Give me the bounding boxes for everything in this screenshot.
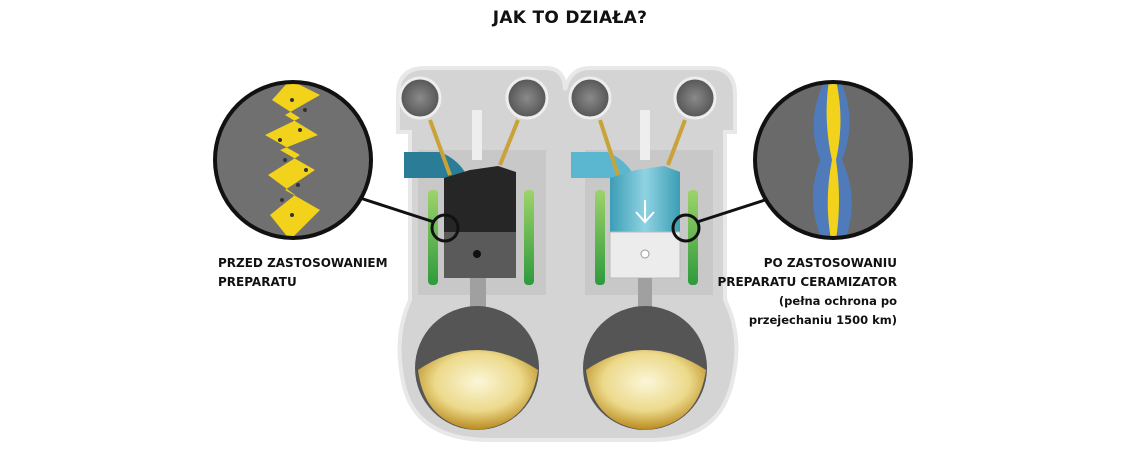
arrow-down-icon [635,200,655,224]
before-label-line: PREPARATU [218,275,297,289]
before-label: PRZED ZASTOSOWANIEM PREPARATU [218,254,388,292]
after-label-line: PO ZASTOSOWANIU [763,256,897,270]
after-note-line: (pełna ochrona po [778,294,897,308]
engine-before [398,76,549,430]
zoom-marker-before [430,213,460,243]
after-note-line: przejechaniu 1500 km) [748,313,897,327]
connector-line-after [696,198,766,224]
after-label: PO ZASTOSOWANIU PREPARATU CERAMIZATOR (p… [717,254,897,330]
before-label-line: PRZED ZASTOSOWANIEM [218,256,388,270]
magnified-surface-after [753,80,913,240]
after-label-line: PREPARATU CERAMIZATOR [717,275,897,289]
engine-after [568,76,717,430]
connector-line-before [359,196,435,224]
zoom-marker-after [671,213,701,243]
page-title: JAK TO DZIAŁA? [492,8,648,28]
magnified-surface-before [213,80,373,240]
